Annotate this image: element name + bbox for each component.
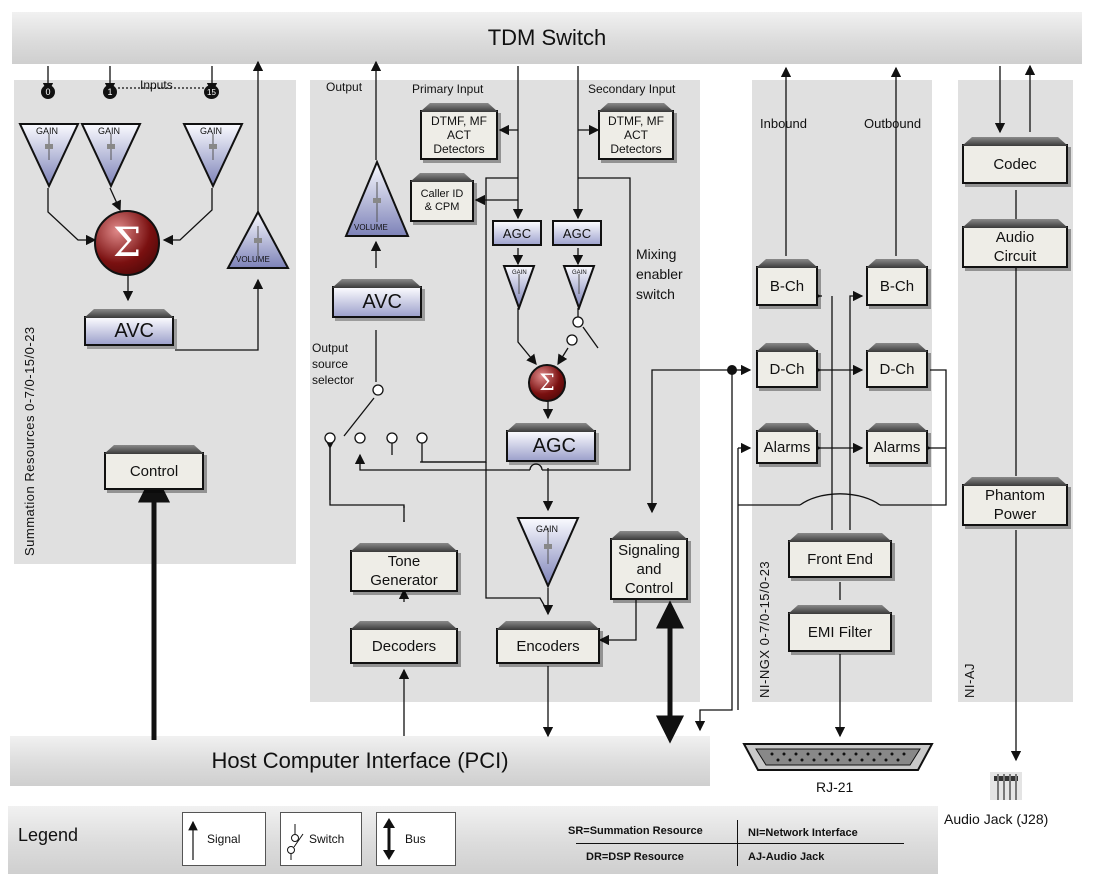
rj21-connector-icon	[742, 743, 934, 771]
primary-detectors-block: DTMF, MF ACT Detectors	[420, 110, 498, 160]
tdm-switch-label: TDM Switch	[487, 25, 607, 50]
bus-arrow-icon	[383, 818, 395, 860]
input-15-badge: 15	[204, 85, 219, 99]
legend-switch: Switch	[280, 812, 362, 866]
volume-label-dsp: VOLUME	[354, 223, 388, 232]
dsp-sigma: Σ	[528, 364, 566, 402]
legend-bus: Bus	[376, 812, 456, 866]
volume-triangle-dsp	[344, 160, 410, 237]
emi-filter-block: EMI Filter	[788, 612, 892, 652]
audio-jack-label: Audio Jack (J28)	[944, 811, 1049, 827]
dch-outbound-block: D-Ch	[866, 350, 928, 388]
caller-id-block: Caller ID & CPM	[410, 180, 474, 222]
audio-jack-icon	[990, 772, 1022, 800]
gain-label-0: GAIN	[36, 126, 59, 136]
tone-generator-block: Tone Generator	[350, 550, 458, 592]
ngx-panel	[752, 80, 932, 702]
bch-inbound-block: B-Ch	[756, 266, 818, 306]
outbound-label: Outbound	[864, 116, 922, 131]
legend-divider-h	[576, 843, 904, 844]
alarms-outbound-block: Alarms	[866, 430, 928, 464]
summation-sigma: Σ	[94, 210, 160, 276]
volume-label-summation: VOLUME	[236, 255, 270, 264]
audio-circuit-block: Audio Circuit	[962, 226, 1068, 268]
signaling-control-block: Signaling and Control	[610, 538, 688, 600]
encoders-block: Encoders	[496, 628, 600, 664]
gain-triangle-0	[18, 123, 80, 188]
volume-triangle-summation	[226, 210, 290, 269]
input-0-badge: 0	[41, 85, 55, 99]
legend-signal: Signal	[182, 812, 266, 866]
legend-aj: AJ-Audio Jack	[748, 851, 825, 863]
dsp-agc-large: AGC	[506, 430, 596, 462]
gain-triangle-15	[182, 123, 244, 188]
legend-dr: DR=DSP Resource	[586, 851, 684, 863]
gain-label-15: GAIN	[200, 126, 223, 136]
legend-ni: NI=Network Interface	[748, 827, 858, 839]
front-end-block: Front End	[788, 540, 892, 578]
summation-avc: AVC	[84, 316, 174, 346]
inbound-label: Inbound	[760, 116, 807, 131]
gain-triangle-1	[80, 123, 142, 188]
secondary-input-label: Secondary Input	[588, 82, 676, 96]
mixing-switch-label: Mixing enabler switch	[636, 246, 683, 302]
gain-triangle-primary	[502, 265, 536, 310]
secondary-detectors-block: DTMF, MF ACT Detectors	[598, 110, 674, 160]
rj21-label: RJ-21	[816, 779, 854, 795]
alarms-inbound-block: Alarms	[756, 430, 818, 464]
codec-block: Codec	[962, 144, 1068, 184]
signal-arrow-icon	[188, 820, 198, 860]
primary-input-label: Primary Input	[412, 82, 484, 96]
gain-label-primary: GAIN	[512, 270, 527, 276]
decoders-block: Decoders	[350, 628, 458, 664]
inputs-label: Inputs	[140, 78, 173, 92]
legend-sr: SR=Summation Resource	[568, 825, 703, 837]
agc-secondary: AGC	[552, 220, 602, 246]
legend-title: Legend	[18, 825, 79, 845]
control-block: Control	[104, 452, 204, 490]
gain-label-secondary: GAIN	[572, 270, 587, 276]
legend-divider-v	[737, 820, 738, 866]
legend-bar	[8, 806, 938, 874]
switch-icon	[287, 824, 304, 860]
dsp-avc: AVC	[332, 286, 422, 318]
gain-label-dsp-output: GAIN	[536, 524, 559, 534]
dch-inbound-block: D-Ch	[756, 350, 818, 388]
output-label: Output	[326, 80, 363, 94]
gain-triangle-dsp-output	[516, 517, 580, 588]
phantom-power-block: Phantom Power	[962, 484, 1068, 526]
agc-primary: AGC	[492, 220, 542, 246]
gain-triangle-secondary	[562, 265, 596, 310]
bch-outbound-block: B-Ch	[866, 266, 928, 306]
output-selector-label: Output source selector	[312, 341, 355, 387]
gain-label-1: GAIN	[98, 126, 121, 136]
host-interface-bar: Host Computer Interface (PCI)	[10, 736, 710, 786]
tdm-switch-bar: TDM Switch	[12, 12, 1082, 64]
host-interface-label: Host Computer Interface (PCI)	[211, 748, 509, 773]
input-1-badge: 1	[103, 85, 117, 99]
